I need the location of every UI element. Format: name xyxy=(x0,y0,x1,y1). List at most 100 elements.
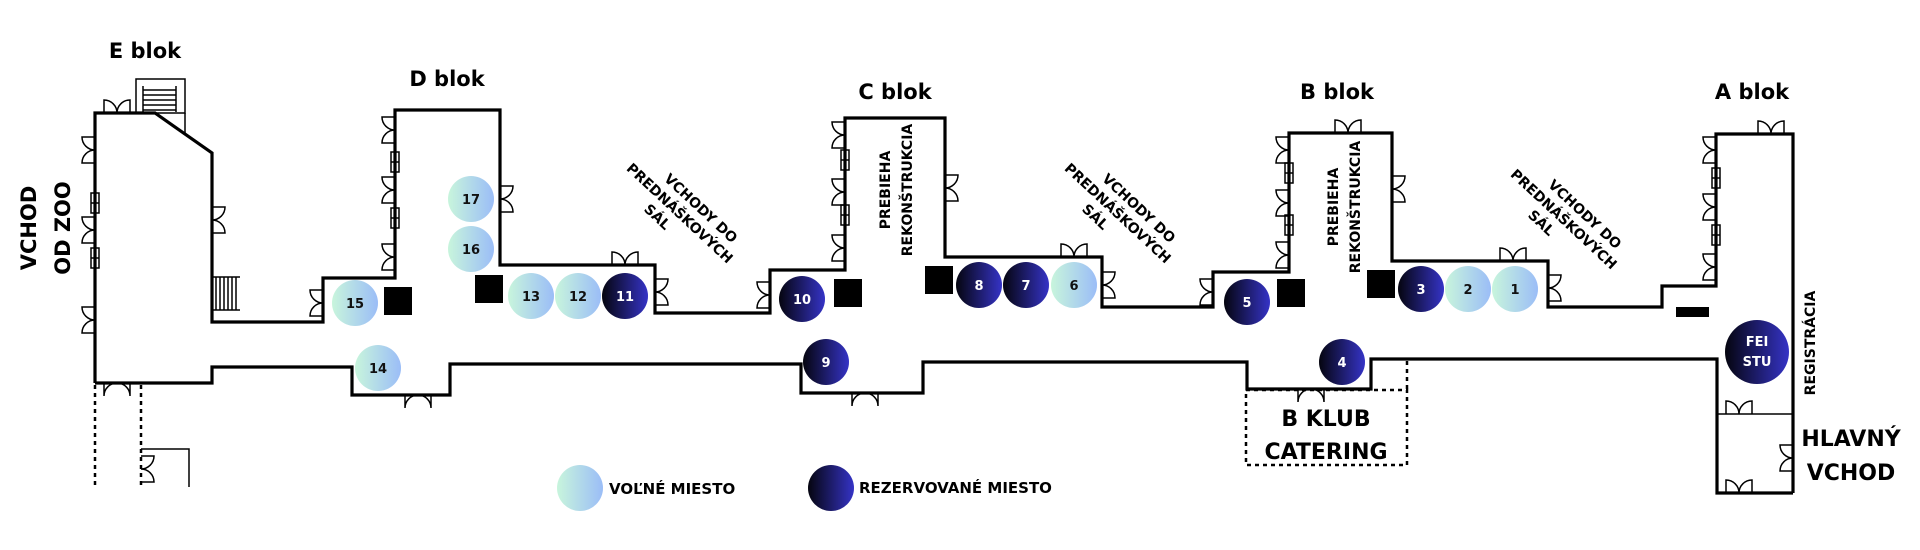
seat-13[interactable]: 13 xyxy=(508,273,554,319)
outdoor-building xyxy=(141,448,190,487)
legend-free-label: VOĽNÉ MIESTO xyxy=(609,479,735,498)
door-icon xyxy=(404,394,432,409)
seat-number: 4 xyxy=(1337,356,1346,371)
seat-6[interactable]: 6 xyxy=(1051,262,1097,308)
seat-marker-reserved[interactable] xyxy=(1224,279,1270,325)
seat-number: 17 xyxy=(462,193,480,208)
door-icon xyxy=(611,251,639,266)
seat-marker-reserved[interactable] xyxy=(956,262,1002,308)
legend-reserved-swatch xyxy=(808,465,854,511)
window-icon xyxy=(1711,224,1721,246)
block-title-d: D blok xyxy=(409,67,485,91)
door-icon xyxy=(1391,175,1406,203)
door-icon xyxy=(81,216,96,244)
seat-marker-reserved[interactable] xyxy=(1319,339,1365,385)
seat-7[interactable]: 7 xyxy=(1003,262,1049,308)
window-icon xyxy=(840,149,850,171)
pillar xyxy=(925,266,953,294)
building-outline-north xyxy=(93,108,1795,493)
seat-number: 6 xyxy=(1069,279,1078,294)
seat-8[interactable]: 8 xyxy=(956,262,1002,308)
window-icon xyxy=(390,151,400,173)
door-icon xyxy=(831,121,846,149)
door-icon xyxy=(309,289,324,317)
stairs-icon xyxy=(135,78,186,134)
door-icon xyxy=(944,174,959,202)
door-icon xyxy=(81,136,96,164)
seat-number: 1 xyxy=(1510,283,1519,298)
seat-number: 9 xyxy=(821,356,830,371)
seat-marker-free[interactable] xyxy=(508,273,554,319)
door-icon xyxy=(756,281,771,309)
seat-number: 5 xyxy=(1242,296,1251,311)
registration-desk xyxy=(1676,307,1709,317)
svg-text:PREBIEHA: PREBIEHA xyxy=(878,151,894,230)
reconstruction-note-b: PREBIEHA REKONŠTRUKCIA xyxy=(1326,141,1364,274)
seat-marker-free[interactable] xyxy=(448,176,494,222)
window-icon xyxy=(840,204,850,226)
door-icon xyxy=(1702,193,1717,221)
seat-number: 8 xyxy=(974,279,983,294)
door-icon xyxy=(1275,189,1290,217)
catering-label-line2: CATERING xyxy=(1264,440,1387,465)
door-icon xyxy=(851,392,879,407)
seat-marker-reserved[interactable] xyxy=(779,276,825,322)
legend-reserved-label: REZERVOVANÉ MIESTO xyxy=(859,478,1052,497)
svg-text:REKONŠTRUKCIA: REKONŠTRUKCIA xyxy=(1346,141,1364,274)
seat-marker-free[interactable] xyxy=(1492,266,1538,312)
legend-free-swatch xyxy=(557,465,603,511)
door-icon xyxy=(1275,136,1290,164)
seat-17[interactable]: 17 xyxy=(448,176,494,222)
seat-marker-reserved[interactable] xyxy=(602,273,648,319)
door-icon xyxy=(140,455,155,483)
seat-2[interactable]: 2 xyxy=(1445,266,1491,312)
pillars-layer xyxy=(384,266,1709,317)
seat-12[interactable]: 12 xyxy=(555,273,601,319)
pillar xyxy=(834,279,862,307)
main-entrance-line2: VCHOD xyxy=(1807,461,1896,486)
seat-11[interactable]: 11 xyxy=(602,273,648,319)
seat-marker-free[interactable] xyxy=(355,345,401,391)
door-icon xyxy=(1702,136,1717,164)
seat-number: 14 xyxy=(369,362,387,377)
seat-3[interactable]: 3 xyxy=(1398,266,1444,312)
seat-marker-free[interactable] xyxy=(332,280,378,326)
outdoor-path xyxy=(93,385,143,487)
seat-4[interactable]: 4 xyxy=(1319,339,1365,385)
seat-marker-reserved[interactable] xyxy=(803,339,849,385)
seat-marker-reserved[interactable] xyxy=(1003,262,1049,308)
svg-text:PREDNÁŠKOVÝCH: PREDNÁŠKOVÝCH xyxy=(623,159,737,267)
seat-1[interactable]: 1 xyxy=(1492,266,1538,312)
door-icon xyxy=(654,278,669,306)
window-icon xyxy=(1711,167,1721,189)
registration-booth[interactable]: FEI STU xyxy=(1725,320,1789,384)
seat-marker-free[interactable] xyxy=(448,226,494,272)
building-outline-south xyxy=(95,357,1793,495)
window-icon xyxy=(390,207,400,229)
doors-layer xyxy=(81,99,1794,494)
window-icon xyxy=(90,247,100,269)
seat-marker-free[interactable] xyxy=(1445,266,1491,312)
seat-10[interactable]: 10 xyxy=(779,276,825,322)
door-icon xyxy=(831,234,846,262)
seat-14[interactable]: 14 xyxy=(355,345,401,391)
seat-marker-free[interactable] xyxy=(1051,262,1097,308)
seat-15[interactable]: 15 xyxy=(332,280,378,326)
seat-marker-free[interactable] xyxy=(555,273,601,319)
door-icon xyxy=(103,99,131,114)
seat-9[interactable]: 9 xyxy=(803,339,849,385)
svg-text:REKONŠTRUKCIA: REKONŠTRUKCIA xyxy=(898,124,916,257)
seat-16[interactable]: 16 xyxy=(448,226,494,272)
door-icon xyxy=(1779,444,1794,472)
booth-label-line2: STU xyxy=(1743,355,1772,370)
seat-number: 2 xyxy=(1463,283,1472,298)
door-icon xyxy=(1725,479,1753,494)
seat-5[interactable]: 5 xyxy=(1224,279,1270,325)
seat-number: 7 xyxy=(1021,279,1030,294)
door-icon xyxy=(1547,274,1562,302)
lecture-hall-entrance-note-d: VCHODY DO PREDNÁŠKOVÝCH SÁL xyxy=(623,159,740,267)
door-icon xyxy=(1101,271,1116,299)
stairs-icon xyxy=(212,276,240,311)
window-icon xyxy=(1284,214,1294,236)
seat-marker-reserved[interactable] xyxy=(1398,266,1444,312)
